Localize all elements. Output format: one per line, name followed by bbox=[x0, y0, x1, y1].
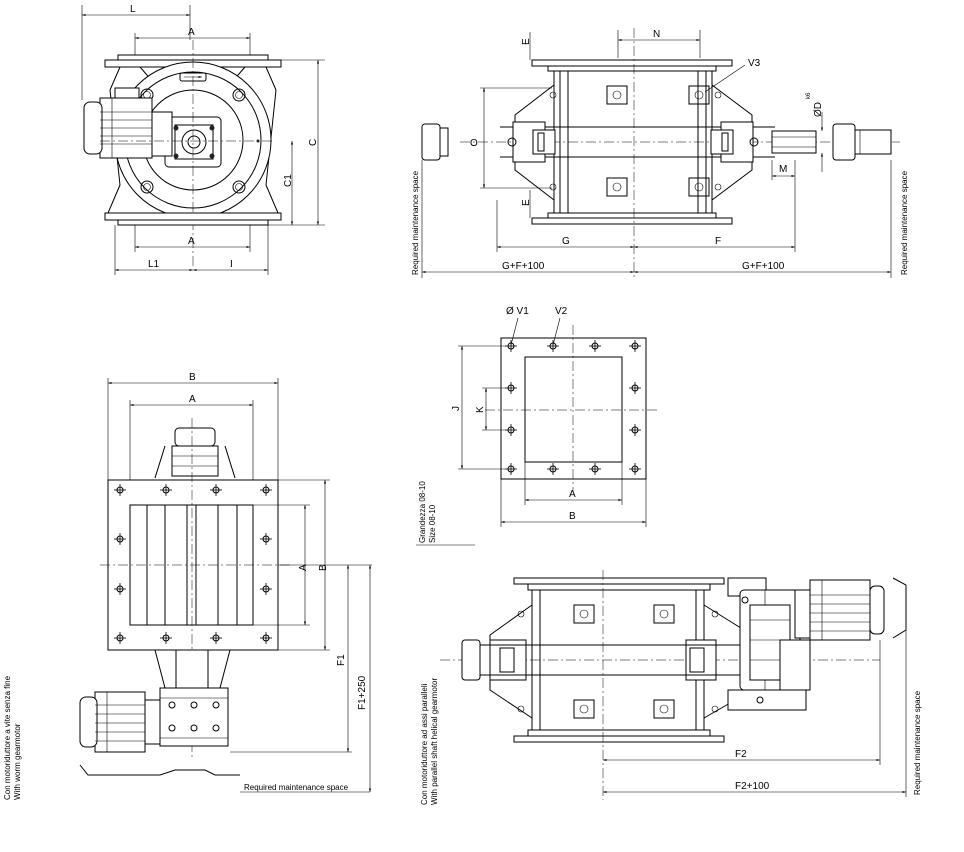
dim-C1: C1 bbox=[283, 174, 294, 187]
dim-G: G bbox=[562, 236, 570, 247]
caption-helical-it: Con motoriduttore ad assi paralleli bbox=[420, 683, 429, 805]
maint-helical: Required maintenance space bbox=[913, 690, 922, 795]
dim-V1: Ø V1 bbox=[506, 306, 529, 317]
dim-E-top: E bbox=[521, 38, 532, 45]
dim-topview-A-side: A bbox=[298, 564, 309, 571]
dim-GF100-left: G+F+100 bbox=[502, 261, 545, 272]
dim-F: F bbox=[715, 236, 721, 247]
maint-topview: Required maintenance space bbox=[244, 783, 349, 792]
dim-F1: F1 bbox=[336, 654, 347, 666]
dim-F2-100: F2+100 bbox=[735, 781, 770, 792]
side-view: N E E V3 bbox=[411, 28, 909, 280]
flange-view: Ø V1 V2 J K A B Grandezza 08-10 Size 08-… bbox=[416, 306, 660, 546]
dim-flange-A: A bbox=[569, 489, 576, 500]
dim-D: ØD bbox=[813, 102, 824, 117]
dim-A-bottom: A bbox=[188, 236, 195, 247]
top-view-worm: B A A bbox=[3, 372, 372, 800]
front-view: L A bbox=[81, 4, 325, 275]
dim-V2: V2 bbox=[555, 306, 568, 317]
maint-right: Required maintenance space bbox=[900, 170, 909, 275]
dim-N: N bbox=[653, 29, 660, 40]
dim-A-top: A bbox=[188, 27, 195, 38]
dim-O: O bbox=[470, 138, 478, 149]
dim-E-bottom: E bbox=[521, 199, 532, 206]
dim-I: I bbox=[230, 259, 233, 270]
dim-K: K bbox=[475, 406, 486, 413]
dim-V3: V3 bbox=[748, 58, 761, 69]
dim-topview-B: B bbox=[189, 372, 196, 383]
dim-topview-A: A bbox=[189, 394, 196, 405]
dim-J: J bbox=[451, 406, 462, 411]
dim-topview-B-side: B bbox=[318, 564, 329, 571]
dim-F2: F2 bbox=[735, 749, 747, 760]
caption-worm-en: With worm gearmotor bbox=[13, 723, 22, 800]
side-view-helical: Required maintenance space F2 F2+100 Con… bbox=[420, 570, 922, 805]
dim-C: C bbox=[308, 139, 319, 146]
size-it: Grandezza 08-10 bbox=[418, 481, 427, 543]
maint-left: Required maintenance space bbox=[411, 170, 420, 275]
size-en: Size 08-10 bbox=[428, 504, 437, 543]
caption-worm-it: Con motoriduttore a vite senza fine bbox=[3, 675, 12, 800]
dim-D-tol: k6 bbox=[806, 92, 812, 99]
dim-flange-B: B bbox=[569, 511, 576, 522]
dim-GF100-right: G+F+100 bbox=[742, 261, 785, 272]
dim-L1: L1 bbox=[148, 259, 160, 270]
dim-L: L bbox=[130, 4, 136, 15]
dim-F1-250: F1+250 bbox=[357, 675, 368, 710]
caption-helical-en: With parallel shaft helical gearmotor bbox=[430, 677, 439, 805]
dim-M: M bbox=[779, 164, 787, 175]
